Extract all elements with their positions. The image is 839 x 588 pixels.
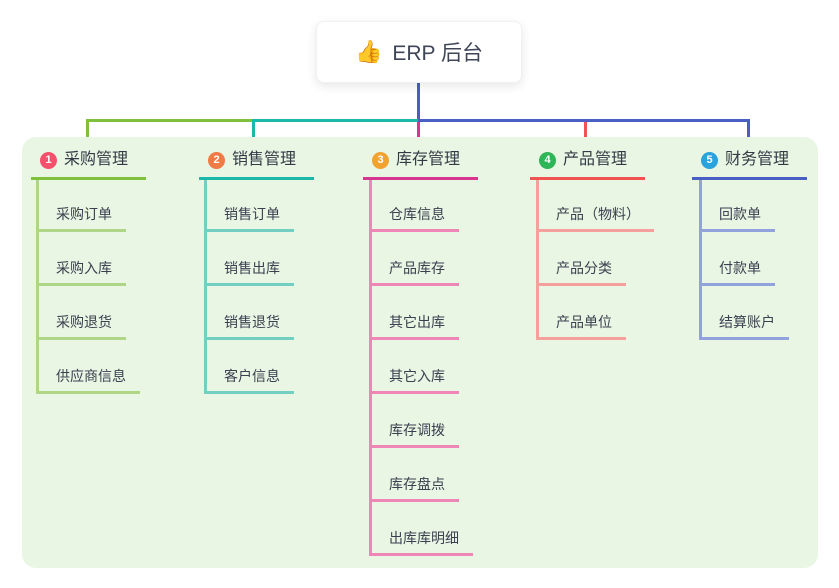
branch-children-spine (204, 180, 207, 394)
mindmap-item[interactable]: 产品库存 (369, 259, 459, 286)
mindmap-item-label: 采购订单 (36, 205, 126, 232)
branch-header-label: 采购管理 (64, 151, 129, 168)
mindmap-item[interactable]: 产品单位 (536, 313, 626, 340)
branch-header-label: 财务管理 (725, 151, 790, 168)
branch-children-spine (369, 180, 372, 556)
mindmap-item[interactable]: 库存盘点 (369, 475, 459, 502)
mindmap-item[interactable]: 付款单 (699, 259, 775, 286)
mindmap-item-label: 采购入库 (36, 259, 126, 286)
mindmap-item[interactable]: 库存调拨 (369, 421, 459, 448)
connector-drop-branch-5 (747, 119, 750, 150)
connector-drop-branch-4 (584, 122, 587, 150)
connector-bus-segment-3 (418, 119, 749, 122)
connector-bus-segment-1 (86, 119, 253, 122)
branch-children-spine (536, 180, 539, 340)
branch-number-badge: 4 (539, 151, 556, 169)
connector-drop-branch-3 (417, 122, 420, 150)
mindmap-item-label: 出库库明细 (369, 529, 473, 556)
branch-children-spine (36, 180, 39, 394)
branch-header-label: 销售管理 (232, 151, 297, 168)
mindmap-item[interactable]: 仓库信息 (369, 205, 459, 232)
mindmap-item-label: 客户信息 (204, 367, 294, 394)
mindmap-item-label: 库存调拨 (369, 421, 459, 448)
mindmap-item-label: 结算账户 (699, 313, 789, 340)
mindmap-item-label: 产品分类 (536, 259, 626, 286)
mindmap-item[interactable]: 采购入库 (36, 259, 126, 286)
branches-panel (22, 137, 818, 568)
mindmap-item[interactable]: 产品分类 (536, 259, 626, 286)
mindmap-item-label: 产品单位 (536, 313, 626, 340)
mindmap-item[interactable]: 产品（物料） (536, 205, 654, 232)
root-node[interactable]: 👍 ERP 后台 (316, 21, 522, 83)
mindmap-item[interactable]: 采购退货 (36, 313, 126, 340)
branch-header-label: 库存管理 (396, 151, 461, 168)
mindmap-item-label: 其它入库 (369, 367, 459, 394)
mindmap-item-label: 供应商信息 (36, 367, 140, 394)
mindmap-item-label: 付款单 (699, 259, 775, 286)
branch-header-inventory[interactable]: 3 库存管理 (363, 149, 479, 180)
mindmap-item[interactable]: 回款单 (699, 205, 775, 232)
mindmap-item[interactable]: 供应商信息 (36, 367, 140, 394)
root-node-label: ERP 后台 (392, 42, 484, 65)
mindmap-item[interactable]: 销售订单 (204, 205, 294, 232)
mindmap-item-label: 销售退货 (204, 313, 294, 340)
branch-number-badge: 3 (372, 151, 389, 169)
mindmap-item[interactable]: 结算账户 (699, 313, 789, 340)
mindmap-item-label: 产品（物料） (536, 205, 654, 232)
branch-number-badge: 5 (701, 151, 718, 169)
mindmap-item-label: 库存盘点 (369, 475, 459, 502)
connector-bus-segment-2 (253, 119, 418, 122)
connector-drop-branch-2 (252, 119, 255, 150)
mindmap-item-label: 回款单 (699, 205, 775, 232)
mindmap-item-label: 产品库存 (369, 259, 459, 286)
mindmap-item[interactable]: 销售出库 (204, 259, 294, 286)
mindmap-item[interactable]: 采购订单 (36, 205, 126, 232)
branch-number-badge: 2 (208, 151, 225, 169)
branch-header-purchase[interactable]: 1 采购管理 (31, 149, 147, 180)
mindmap-item-label: 销售出库 (204, 259, 294, 286)
thumbs-up-icon: 👍 (354, 39, 383, 64)
mindmap-item[interactable]: 其它入库 (369, 367, 459, 394)
mindmap-item[interactable]: 销售退货 (204, 313, 294, 340)
branch-header-product[interactable]: 4 产品管理 (530, 149, 646, 180)
mindmap-item[interactable]: 其它出库 (369, 313, 459, 340)
mindmap-item[interactable]: 出库库明细 (369, 529, 473, 556)
branch-header-label: 产品管理 (563, 151, 628, 168)
connector-drop-branch-1 (86, 119, 89, 150)
mindmap-item-label: 采购退货 (36, 313, 126, 340)
mindmap-item-label: 其它出库 (369, 313, 459, 340)
branch-header-finance[interactable]: 5 财务管理 (692, 149, 808, 180)
mindmap-item[interactable]: 客户信息 (204, 367, 294, 394)
branch-children-spine (699, 180, 702, 340)
branch-header-sales[interactable]: 2 销售管理 (199, 149, 315, 180)
mindmap-item-label: 仓库信息 (369, 205, 459, 232)
mindmap-item-label: 销售订单 (204, 205, 294, 232)
branch-number-badge: 1 (40, 151, 57, 169)
connector-root-drop (417, 83, 420, 119)
